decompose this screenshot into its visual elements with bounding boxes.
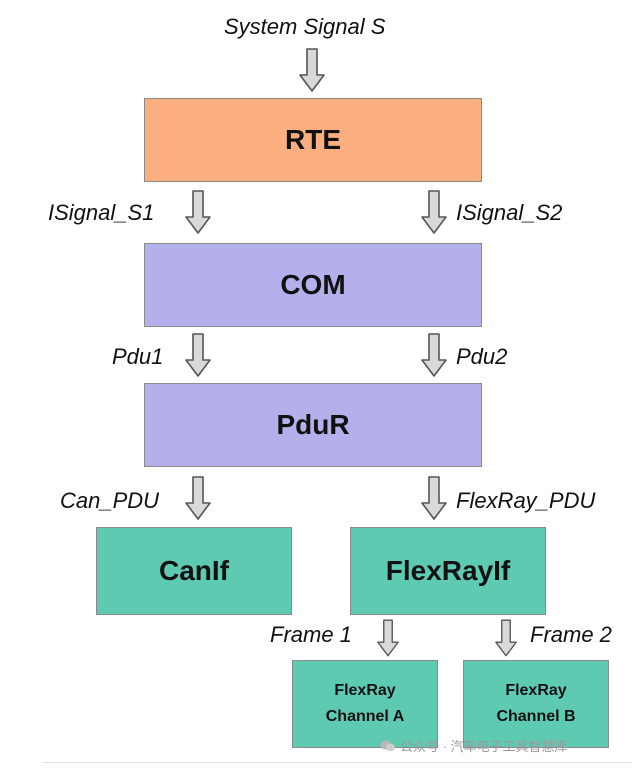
channel-a-line2: Channel A <box>325 708 405 725</box>
pdur-label: PduR <box>276 409 350 440</box>
flexray-pdu-label: FlexRay_PDU <box>456 488 596 513</box>
flexrayif-box: FlexRayIf <box>350 527 546 615</box>
channel-b-line2: Channel B <box>496 708 576 725</box>
down-arrow-icon <box>299 48 325 92</box>
down-arrow-icon <box>495 618 517 658</box>
com-box: COM <box>144 243 482 327</box>
isignal-s2-label: ISignal_S2 <box>456 200 563 225</box>
pdu1-label: Pdu1 <box>112 344 164 369</box>
isignal-s1-label: ISignal_S1 <box>48 200 155 225</box>
canif-box: CanIf <box>96 527 292 615</box>
pdur-box: PduR <box>144 383 482 467</box>
down-arrow-icon <box>377 618 399 658</box>
com-label: COM <box>280 269 346 300</box>
flexray-channel-a-box: FlexRay Channel A <box>292 660 438 748</box>
can-pdu-label: Can_PDU <box>60 488 160 513</box>
down-arrow-icon <box>421 333 447 377</box>
rte-box: RTE <box>144 98 482 182</box>
frame2-label: Frame 2 <box>530 622 612 647</box>
wechat-icon <box>380 740 395 751</box>
system-signal-label: System Signal S <box>224 14 386 39</box>
watermark: 公众号 · 汽车电子工具智慧库 <box>380 736 568 755</box>
down-arrow-icon <box>185 476 211 520</box>
channel-a-line1: FlexRay <box>334 682 396 699</box>
down-arrow-icon <box>421 190 447 234</box>
down-arrow-icon <box>185 190 211 234</box>
flexrayif-label: FlexRayIf <box>385 555 511 586</box>
down-arrow-icon <box>185 333 211 377</box>
flexray-channel-b-box: FlexRay Channel B <box>463 660 609 748</box>
down-arrow-icon <box>421 476 447 520</box>
footer-divider <box>42 762 632 763</box>
channel-b-line1: FlexRay <box>505 682 567 699</box>
pdu2-label: Pdu2 <box>456 344 508 369</box>
watermark-text: 公众号 · 汽车电子工具智慧库 <box>400 739 568 754</box>
canif-label: CanIf <box>159 555 229 586</box>
frame1-label: Frame 1 <box>270 622 352 647</box>
rte-label: RTE <box>285 124 341 155</box>
